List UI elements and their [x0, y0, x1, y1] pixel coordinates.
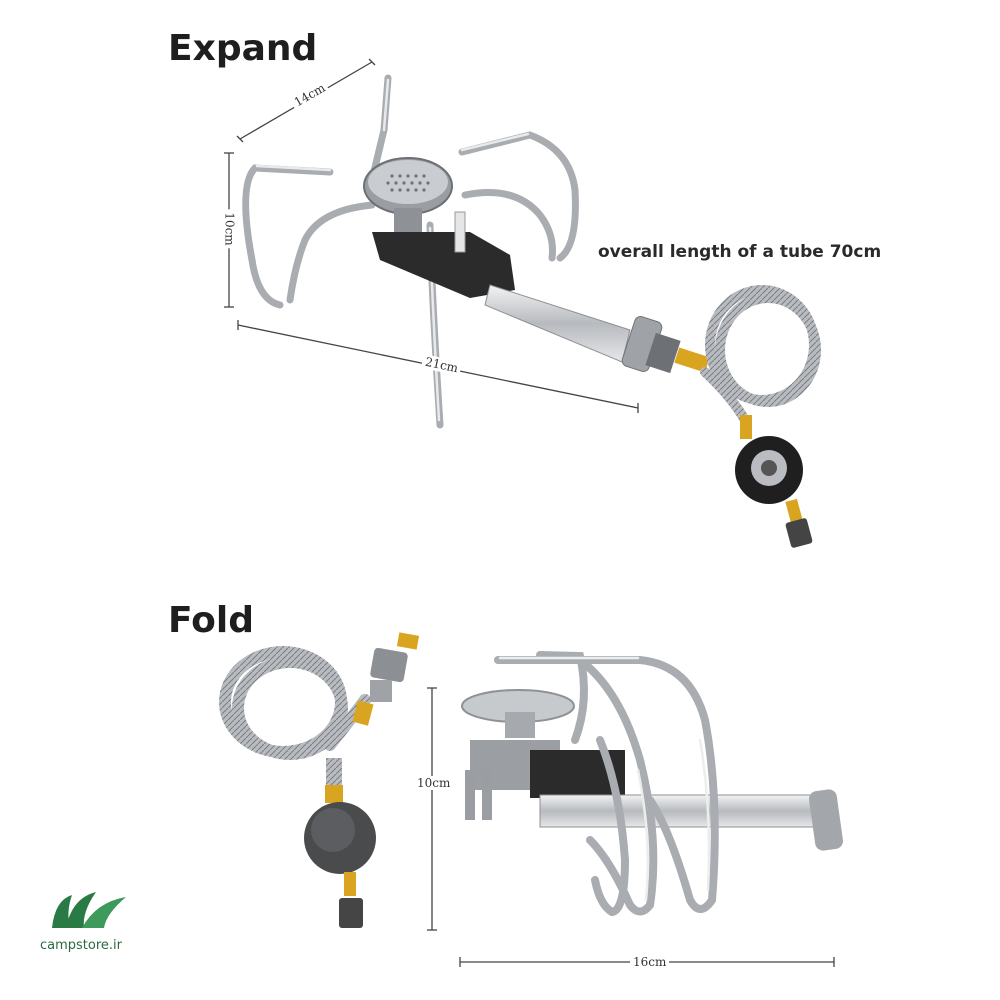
leaf-logo-icon [52, 892, 126, 928]
expand-height-label: 10cm [222, 209, 237, 249]
tube-length-note: overall length of a tube 70cm [598, 242, 882, 262]
fold-height-label: 10cm [414, 776, 454, 790]
fold-length-label: 16cm [630, 955, 670, 969]
fold-heading: Fold [168, 600, 254, 641]
expanded-stove [242, 74, 821, 548]
folded-stove [461, 651, 844, 917]
expand-heading: Expand [168, 28, 318, 69]
brand-text: campstore.ir [40, 938, 122, 953]
folded-hose-regulator [219, 632, 420, 928]
